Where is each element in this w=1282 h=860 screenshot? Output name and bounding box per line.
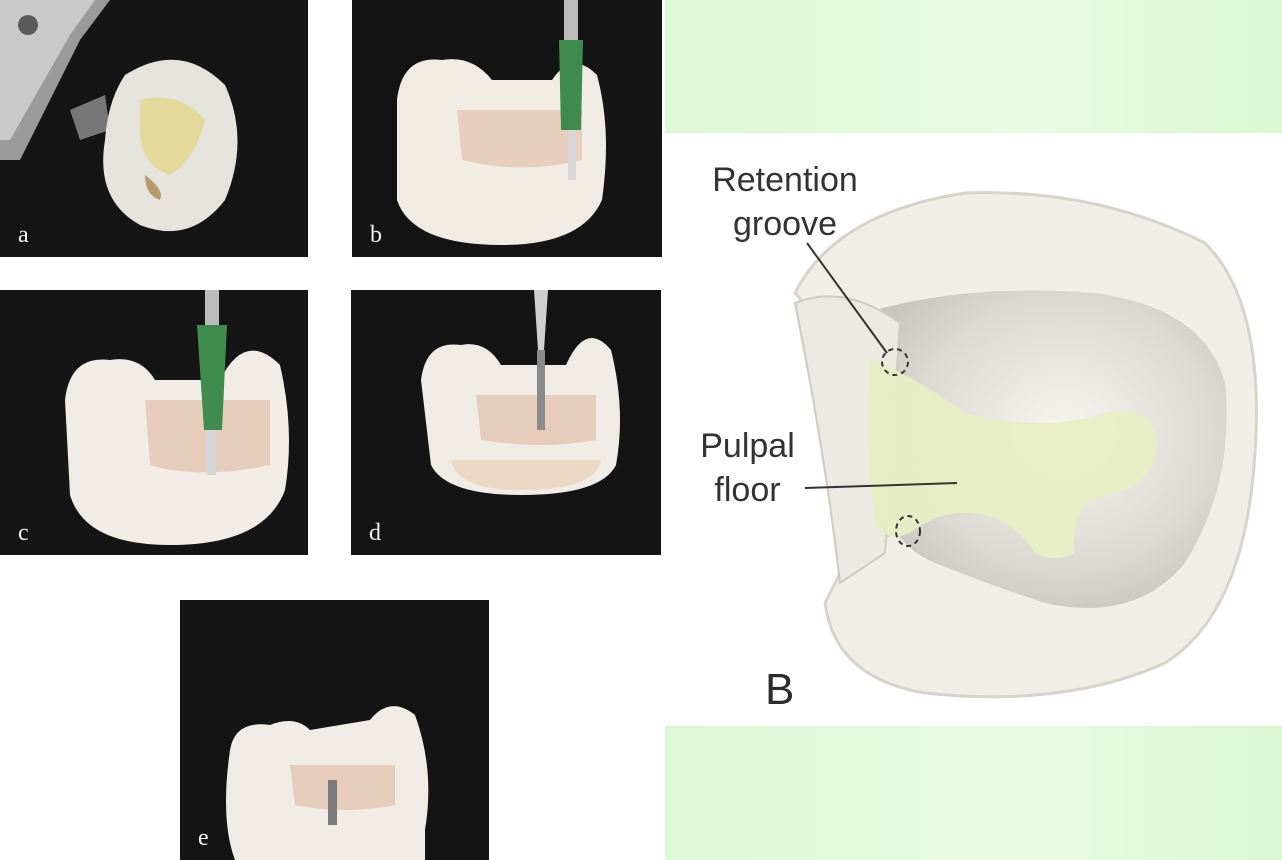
pulpal-floor-label-line1: Pulpal bbox=[700, 427, 795, 465]
photo-a: a bbox=[0, 0, 308, 257]
photo-e: e bbox=[180, 600, 489, 860]
figure-letter: B bbox=[765, 665, 795, 714]
pulpal-floor-label-line2: floor bbox=[714, 471, 781, 509]
retention-groove-label: Retention groove bbox=[705, 158, 865, 246]
photo-c: c bbox=[0, 290, 308, 555]
photo-b-image bbox=[352, 0, 662, 257]
photo-e-image bbox=[180, 600, 489, 860]
photo-b-label: b bbox=[370, 222, 382, 248]
retention-groove-label-line1: Retention bbox=[712, 161, 858, 199]
photo-d: d bbox=[351, 290, 661, 555]
tooth-drawing bbox=[793, 191, 1258, 699]
photo-a-label: a bbox=[18, 222, 29, 248]
tooth-diagram: Retention groove Pulpal floor B bbox=[665, 133, 1282, 726]
retention-groove-label-line2: groove bbox=[733, 205, 837, 243]
pulpal-floor-label: Pulpal floor bbox=[685, 424, 810, 512]
photo-d-image bbox=[351, 290, 661, 555]
photo-c-image bbox=[0, 290, 308, 555]
photo-e-label: e bbox=[198, 825, 209, 851]
photo-c-label: c bbox=[18, 520, 29, 546]
photo-b: b bbox=[352, 0, 662, 257]
photo-a-image bbox=[0, 0, 308, 257]
photo-d-label: d bbox=[369, 520, 381, 546]
